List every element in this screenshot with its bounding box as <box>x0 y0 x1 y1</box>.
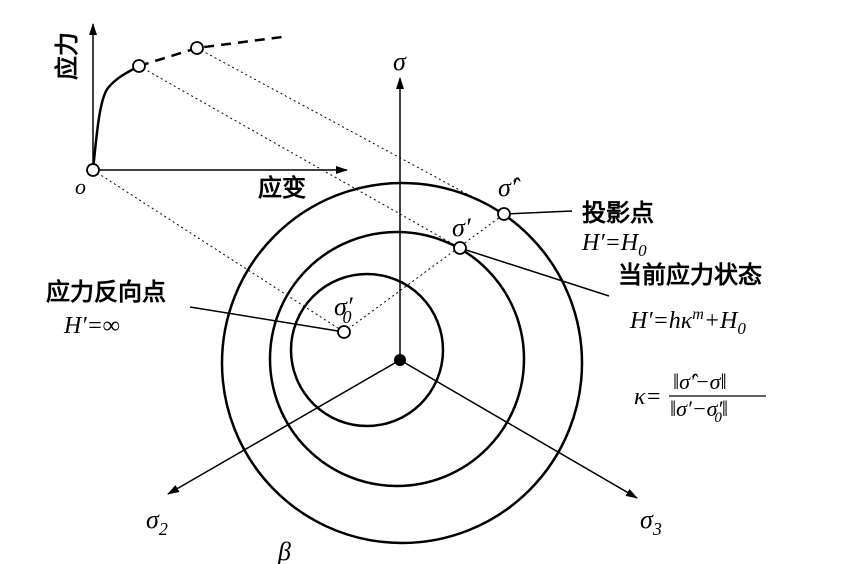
origin-dot <box>394 354 406 366</box>
projection-formula: H′=H0 <box>581 230 647 260</box>
inner-surface <box>289 272 445 428</box>
kappa-lhs: κ= <box>634 384 662 410</box>
stress-axis-label: 应力 <box>52 32 81 80</box>
stress-strain-curve <box>91 64 140 171</box>
sigma2-axis <box>167 359 401 495</box>
origin-label: o <box>75 174 86 199</box>
current-title: 当前应力状态 <box>618 260 762 289</box>
leader-current <box>459 247 610 297</box>
leader-reversal <box>189 306 345 333</box>
reversal-point <box>337 325 351 339</box>
middle-surface <box>268 230 526 488</box>
current-point <box>453 241 467 255</box>
sigma2-label: σ2 <box>146 505 168 539</box>
projection-point <box>497 207 511 221</box>
sigma3-label: σ3 <box>640 505 662 539</box>
curve-point-1 <box>132 59 146 73</box>
projection-lines <box>92 47 505 333</box>
beta-label: β <box>277 537 291 564</box>
sigma-hat-label: σ̂′ <box>498 173 521 202</box>
curve-point-2 <box>190 41 204 55</box>
projection-title: 投影点 <box>582 198 654 227</box>
outer-surface <box>220 181 584 545</box>
origin-point <box>86 163 100 177</box>
reversal-formula: H′=∞ <box>63 313 120 339</box>
reversal-title: 应力反向点 <box>46 277 166 306</box>
leader-projection <box>503 210 573 215</box>
current-formula: H′=hκm+H0 <box>629 306 746 338</box>
stress-strain-dashed <box>138 35 283 68</box>
strain-axis-label: 应变 <box>258 173 306 202</box>
sigma0-label: σ′0 <box>334 292 353 327</box>
sigma-prime-label: σ′ <box>452 213 471 242</box>
sigma-axis-label: σ <box>393 47 407 76</box>
kappa-denominator: ‖σ′−σ′0‖ <box>670 396 728 426</box>
kappa-numerator: ‖σ̂′−σ‖ <box>673 369 727 394</box>
sigma3-axis <box>399 359 638 499</box>
